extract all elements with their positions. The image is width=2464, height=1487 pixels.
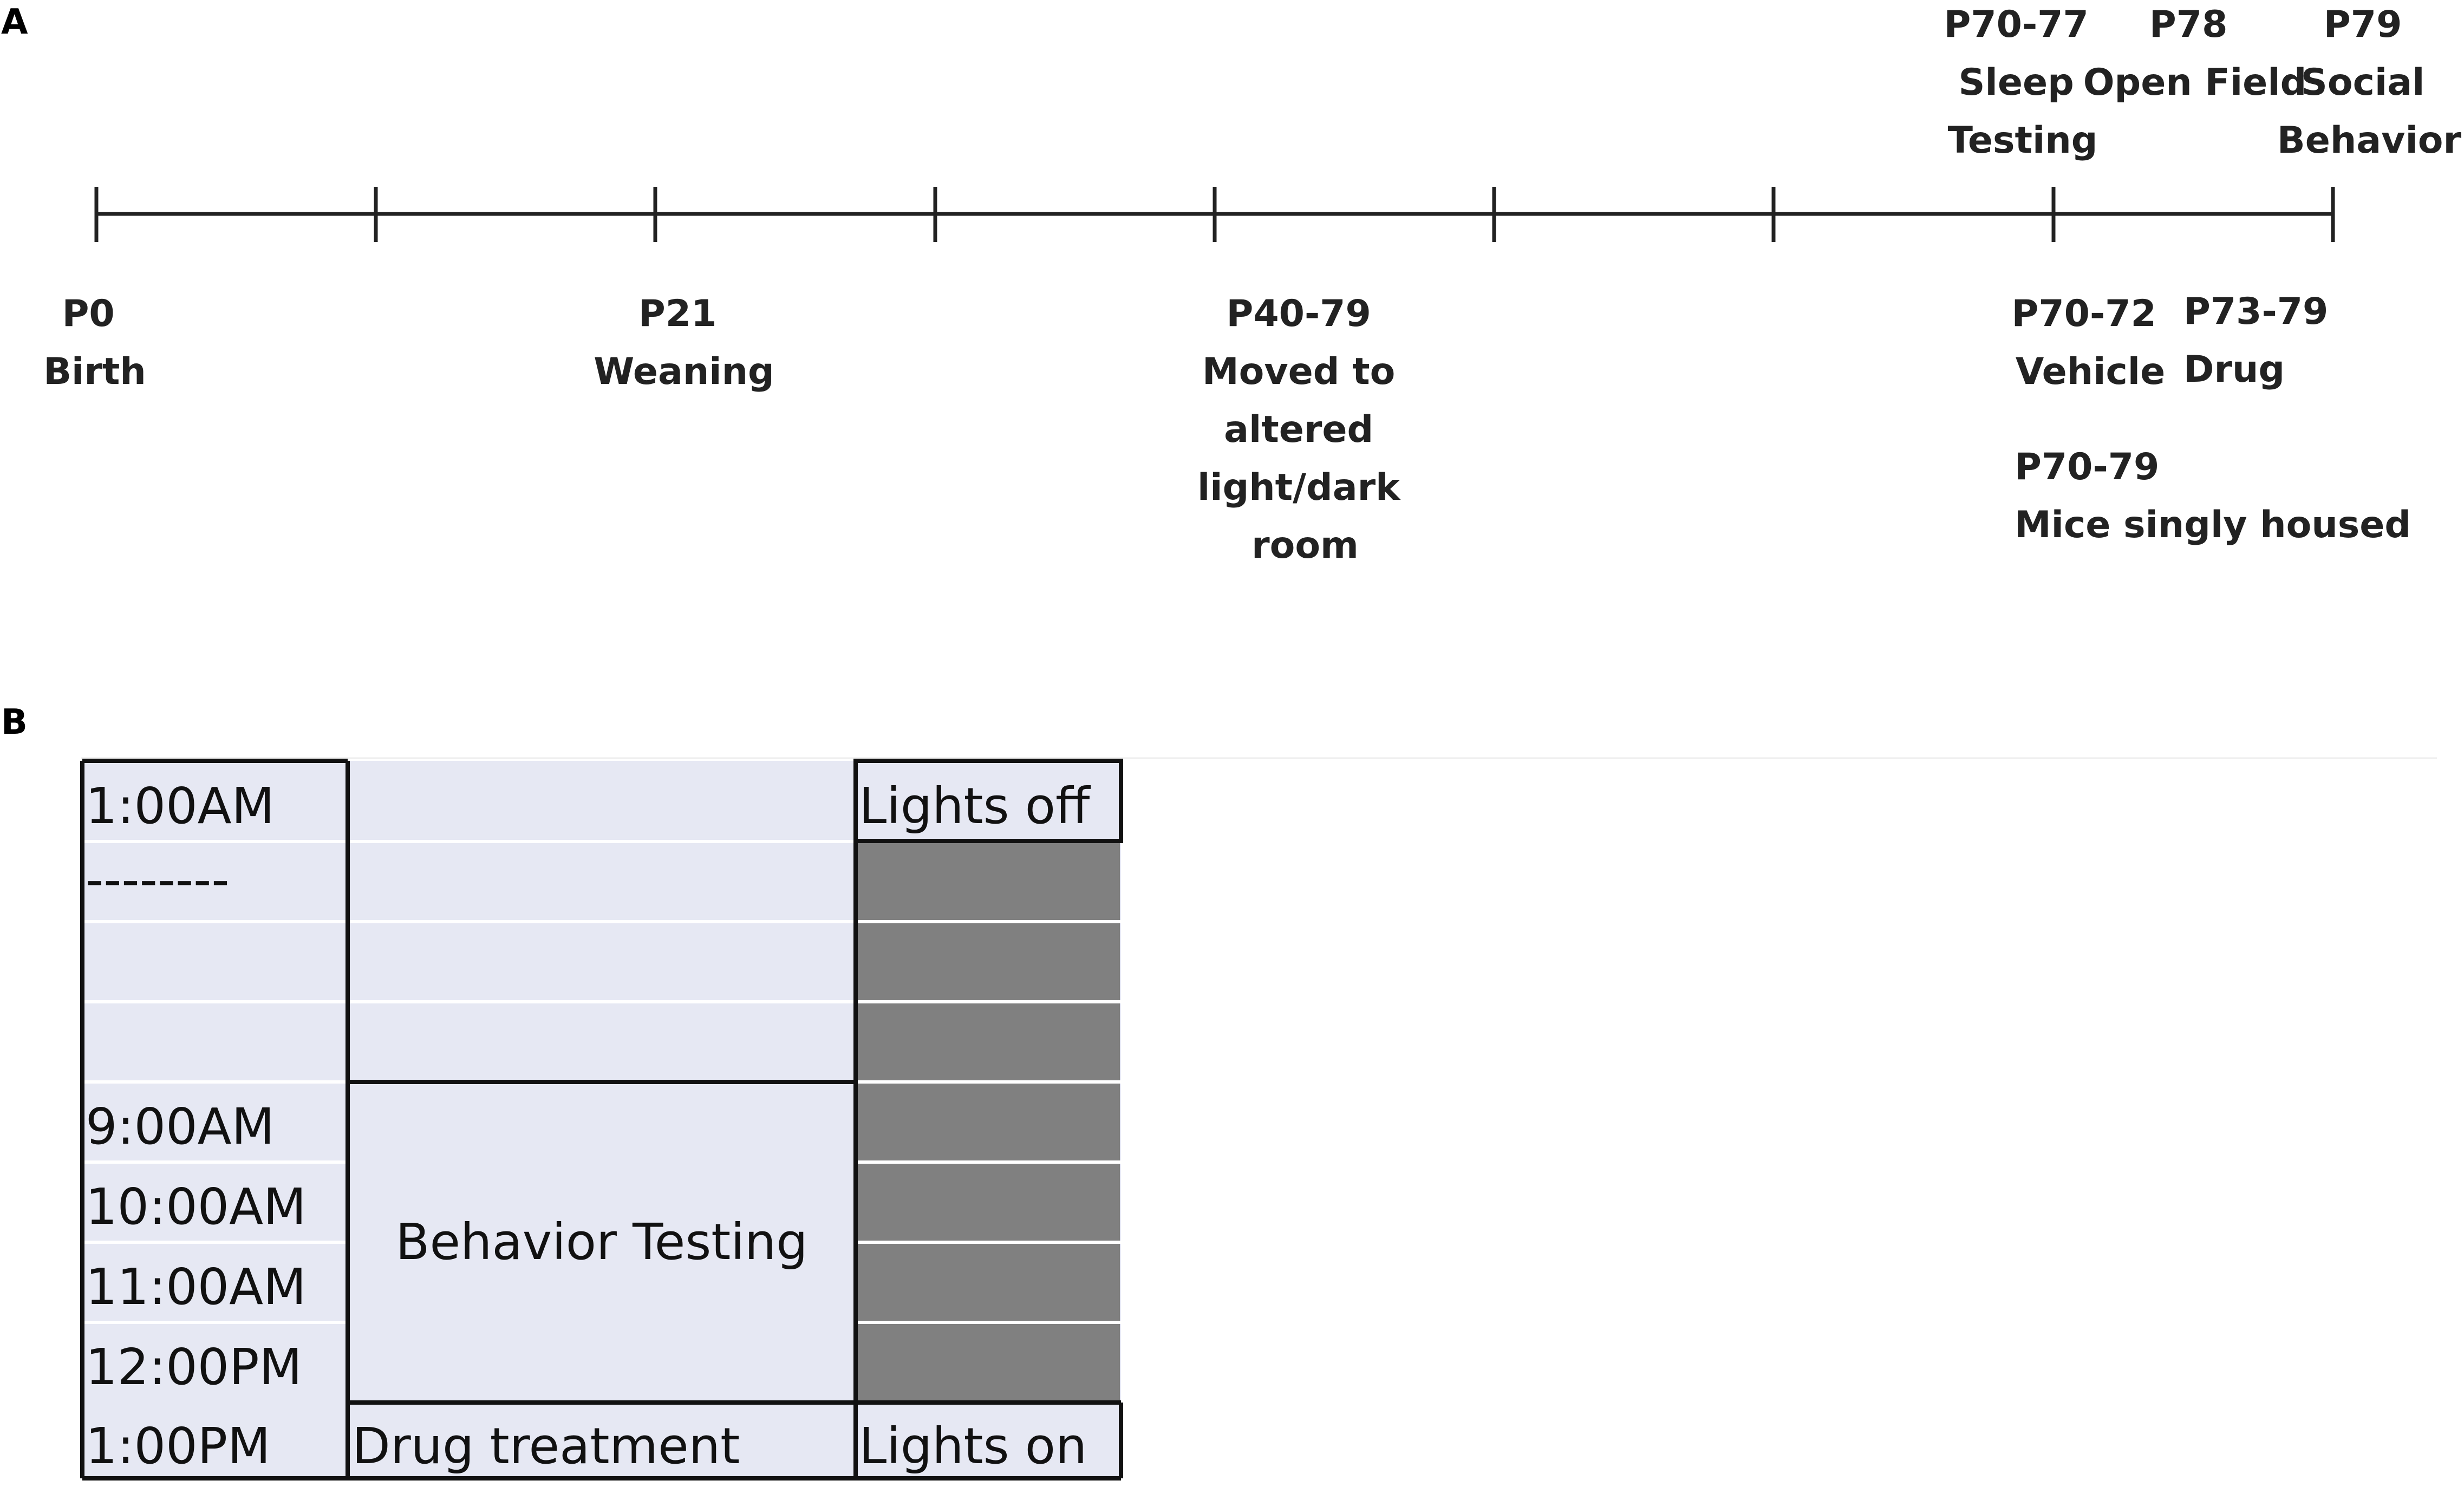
label-birth: P0 Birth [43,292,146,393]
lights-off-border [853,759,1123,843]
time-label: 9:00AM [86,1098,275,1156]
time-label: 10:00AM [86,1178,306,1236]
label-sleep-testing: P70-77 Sleep Testing [1944,3,2101,162]
label-line: Open Field [2083,61,2307,104]
time-label: 12:00PM [86,1338,302,1396]
middle-column-background [348,761,856,1478]
label-line: P79 [2324,3,2402,46]
label-drug: P73-79 Drug [2183,290,2341,391]
label-line: Sleep [1959,61,2074,104]
label-line: Birth [43,350,146,393]
label-line: P21 [638,292,716,335]
lights-on-label: Lights on [859,1417,1087,1475]
schedule-borders [80,759,1123,1481]
label-line: Drug [2183,348,2285,391]
time-label: 11:00AM [86,1258,306,1316]
panel-a: A P70-77 Sleep Testing P78 Open Field P7… [1,2,2462,567]
schedule-grid [80,759,1123,1481]
label-line: P70-79 [2015,446,2159,488]
label-line: P78 [2149,3,2227,46]
label-line: P0 [62,292,115,335]
label-line: altered [1224,408,1373,451]
label-vehicle: P70-72 Vehicle [2011,292,2169,393]
label-line: P40-79 [1226,292,1371,335]
panel-b: B [1,702,2437,1481]
panel-a-label: A [1,2,28,42]
label-line: P70-72 [2011,292,2156,335]
time-label: 1:00PM [86,1417,270,1475]
label-line: P70-77 [1944,3,2088,46]
timeline-axis [94,187,2335,242]
label-line: Behavior [2277,119,2462,162]
label-singly-housed: P70-79 Mice singly housed [2015,446,2411,546]
label-social-behavior: P79 Social Behavior [2277,3,2462,162]
label-line: Weaning [594,350,774,393]
label-line: Moved to [1202,350,1395,393]
label-weaning: P21 Weaning [594,292,774,393]
drug-treatment-label: Drug treatment [352,1417,740,1475]
label-line: room [1251,524,1359,567]
dark-period-block [857,841,1120,1401]
time-column-background [82,761,348,1478]
time-label: 1:00AM [86,777,275,835]
label-altered-light-room: P40-79 Moved to altered light/dark room [1197,292,1413,567]
label-line: Testing [1948,119,2098,162]
label-line: Vehicle [2016,350,2165,393]
label-line: light/dark [1197,466,1401,509]
row-separators [82,840,1121,1324]
panel-b-label: B [1,702,28,742]
label-open-field: P78 Open Field [2083,3,2307,104]
behavior-testing-label: Behavior Testing [395,1213,807,1271]
label-line: Mice singly housed [2015,504,2411,546]
time-label: -------- [86,851,230,909]
label-line: Social [2301,61,2425,104]
time-labels: 1:00AM -------- 9:00AM 10:00AM 11:00AM 1… [86,777,306,1475]
lights-off-label: Lights off [859,777,1091,835]
label-line: P73-79 [2183,290,2328,333]
